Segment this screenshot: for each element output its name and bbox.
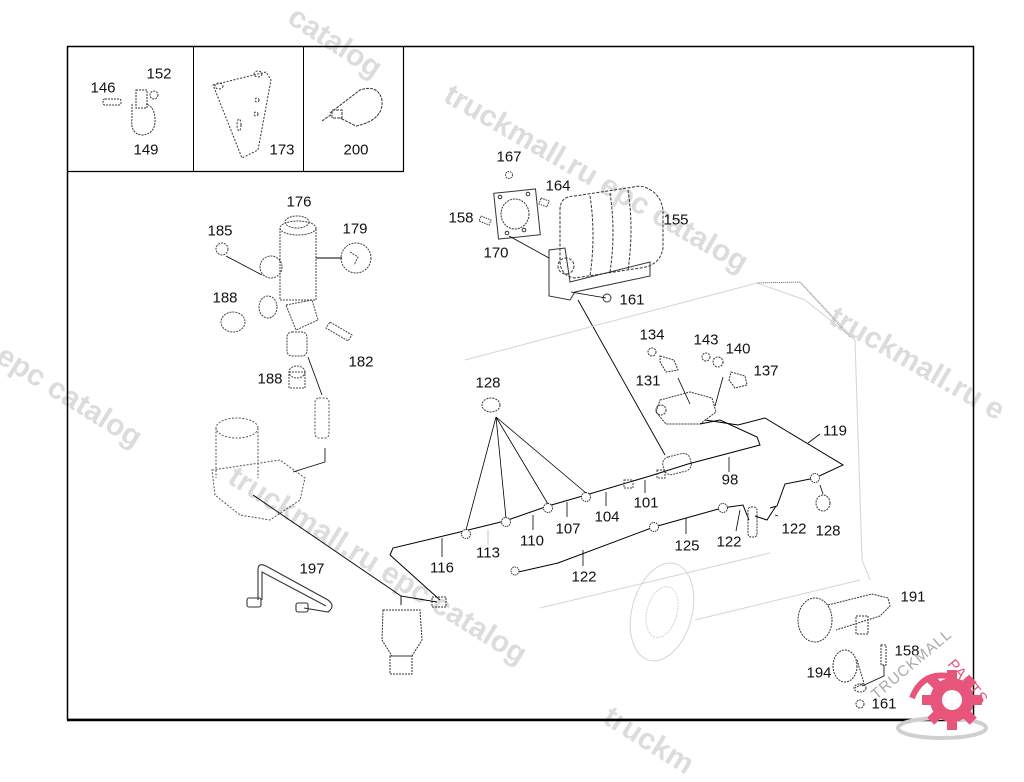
bolt-158 xyxy=(478,215,492,226)
callout-101[interactable]: 101 xyxy=(633,494,659,512)
nut-161 xyxy=(602,293,612,303)
callout-116[interactable]: 116 xyxy=(430,559,454,577)
callout-119[interactable]: 119 xyxy=(823,422,847,440)
callout-104[interactable]: 104 xyxy=(594,508,620,526)
callout-170[interactable]: 170 xyxy=(483,244,509,262)
callout-185[interactable]: 185 xyxy=(207,222,233,240)
air-dryer-unit xyxy=(211,397,330,521)
gauge-clamp-194 xyxy=(832,644,887,709)
callout-176[interactable]: 176 xyxy=(286,193,312,211)
diagram-frame xyxy=(66,45,975,721)
inline-filter-101 xyxy=(623,452,692,489)
callout-161[interactable]: 161 xyxy=(619,291,645,309)
tank-bracket xyxy=(548,247,651,301)
callout-194[interactable]: 194 xyxy=(806,664,832,682)
brake-valve xyxy=(381,596,447,675)
callout-188[interactable]: 188 xyxy=(257,370,283,388)
callout-143[interactable]: 143 xyxy=(693,331,719,349)
vehicle-outline xyxy=(464,281,871,662)
fittings xyxy=(647,347,748,389)
truckmall-parts-logo: TRUCKMALL PARTS xyxy=(862,626,1024,750)
gear-icon xyxy=(896,670,988,740)
callout-182[interactable]: 182 xyxy=(348,353,374,371)
callout-197[interactable]: 197 xyxy=(299,560,325,578)
callout-179[interactable]: 179 xyxy=(342,220,368,238)
leader-lines xyxy=(441,416,824,566)
callout-131[interactable]: 131 xyxy=(635,372,661,390)
callout-137[interactable]: 137 xyxy=(753,362,779,380)
pipe-part-197 xyxy=(246,564,333,613)
callout-152[interactable]: 152 xyxy=(146,65,172,83)
callout-98[interactable]: 98 xyxy=(721,471,739,489)
air-tank-155 xyxy=(557,185,664,279)
drain-valve xyxy=(747,506,758,538)
callout-134[interactable]: 134 xyxy=(639,326,665,344)
callout-164[interactable]: 164 xyxy=(545,177,571,195)
callout-122[interactable]: 122 xyxy=(571,568,597,586)
callout-158[interactable]: 158 xyxy=(448,209,474,227)
callout-167[interactable]: 167 xyxy=(496,148,522,166)
diagram-drawing xyxy=(66,45,975,722)
valve-block-131 xyxy=(655,391,717,425)
callout-155[interactable]: 155 xyxy=(663,211,689,229)
callout-122[interactable]: 122 xyxy=(716,533,742,551)
callout-146[interactable]: 146 xyxy=(90,79,116,97)
callout-122[interactable]: 122 xyxy=(781,520,807,538)
callout-140[interactable]: 140 xyxy=(725,340,751,358)
callout-191[interactable]: 191 xyxy=(900,588,926,606)
pressure-gauge-191 xyxy=(797,593,891,643)
washer-167 xyxy=(505,171,513,179)
bolt-164 xyxy=(538,197,550,208)
callout-125[interactable]: 125 xyxy=(674,537,700,555)
callout-110[interactable]: 110 xyxy=(520,532,544,550)
pipe-connectors xyxy=(461,473,820,576)
pipe-lines xyxy=(389,417,845,601)
callout-107[interactable]: 107 xyxy=(555,520,581,538)
fitting-128 xyxy=(481,397,831,512)
clamp-part-149 xyxy=(102,89,159,136)
callout-158[interactable]: 158 xyxy=(894,642,920,660)
gasket-plate-170 xyxy=(493,188,541,240)
callout-173[interactable]: 173 xyxy=(269,141,295,159)
callout-161[interactable]: 161 xyxy=(871,695,897,713)
bracket-part-173 xyxy=(212,70,272,159)
callout-128[interactable]: 128 xyxy=(475,374,501,392)
callout-200[interactable]: 200 xyxy=(343,141,369,159)
cable-tie-part-200 xyxy=(321,87,383,127)
callout-149[interactable]: 149 xyxy=(133,141,159,159)
callout-113[interactable]: 113 xyxy=(476,544,500,562)
callout-128[interactable]: 128 xyxy=(815,522,841,540)
callout-188[interactable]: 188 xyxy=(212,289,238,307)
